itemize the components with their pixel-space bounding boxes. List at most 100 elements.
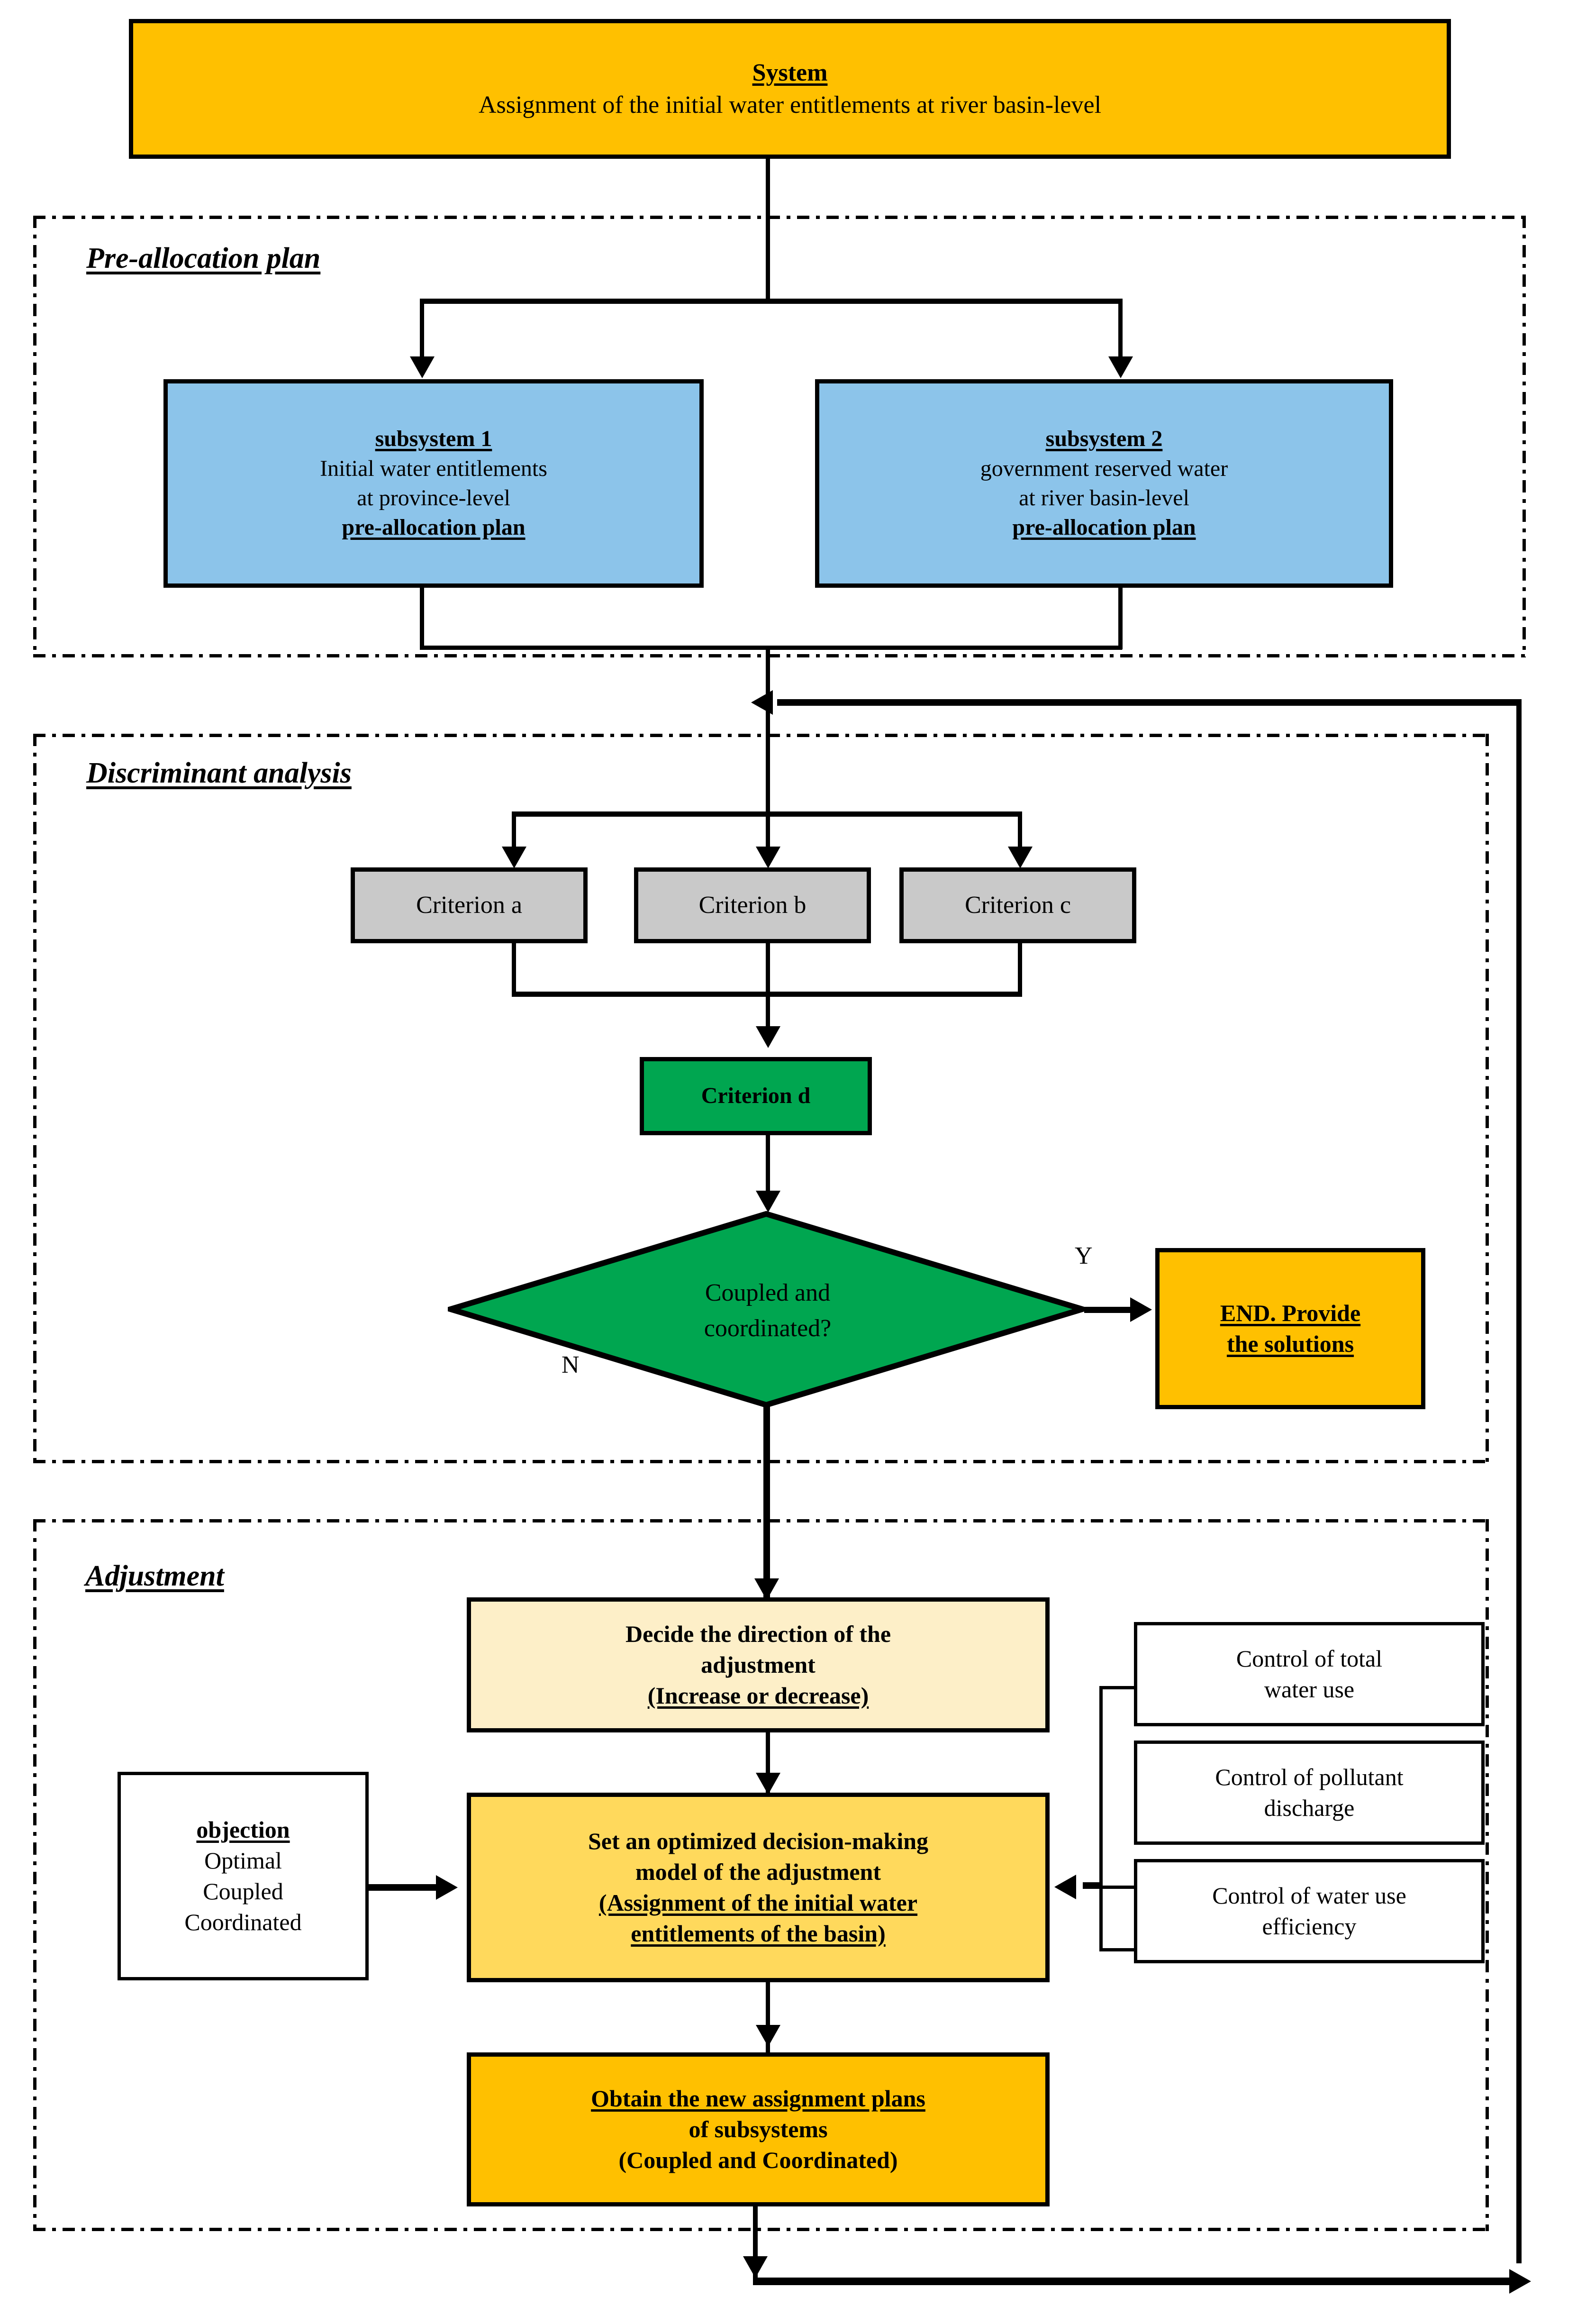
group-adjustment-caption: Adjustment xyxy=(85,1560,224,1592)
connector-control-1-stub xyxy=(1099,1686,1135,1689)
end-node[interactable]: END. Provide the solutions xyxy=(1155,1248,1425,1409)
connector-to-subsystem2 xyxy=(1118,299,1123,370)
decide-line1: Decide the direction of the xyxy=(625,1621,891,1647)
subsystem-1-heading: subsystem 1 xyxy=(375,426,492,452)
connector-control-3-stub xyxy=(1099,1948,1135,1951)
criterion-d-node[interactable]: Criterion d xyxy=(640,1057,872,1135)
subsystem-2-line2: at river basin-level xyxy=(1019,485,1189,510)
arrowhead-to-subsystem1 xyxy=(410,356,435,378)
arrowhead-to-criterion-d xyxy=(756,1026,780,1048)
objection-item-3: Coordinated xyxy=(184,1909,302,1935)
connector-feedback-horizontal xyxy=(777,699,1521,706)
arrowhead-obtain-down xyxy=(743,2256,768,2278)
objection-item-2: Coupled xyxy=(203,1878,283,1905)
group-discriminant-border-top xyxy=(33,734,1489,737)
control-3-line2: efficiency xyxy=(1262,1913,1357,1940)
connector-objection-to-model xyxy=(369,1884,442,1891)
group-adjustment-border-bottom xyxy=(33,2228,1489,2231)
arrowhead-objection-to-model xyxy=(436,1875,458,1900)
connector-decision-yes xyxy=(1084,1307,1136,1313)
connector-criterion-a-down xyxy=(512,943,516,995)
arrowhead-to-subsystem2 xyxy=(1108,356,1133,378)
connector-merge-to-criterion-d xyxy=(766,943,770,1038)
arrowhead-to-decision xyxy=(756,1191,780,1212)
optimized-model-node[interactable]: Set an optimized decision-making model o… xyxy=(467,1793,1050,1982)
criterion-b-label: Criterion b xyxy=(698,892,807,919)
connector-merge-to-discriminant xyxy=(766,646,770,797)
model-line3: (Assignment of the initial water xyxy=(598,1889,918,1916)
obtain-line3: (Coupled and Coordinated) xyxy=(618,2147,898,2173)
arrowhead-to-decide xyxy=(754,1578,779,1600)
connector-controls-to-model xyxy=(1083,1882,1102,1889)
group-preallocation-border-left xyxy=(33,216,36,657)
decision-no-label: N xyxy=(562,1351,580,1378)
arrowhead-decision-yes xyxy=(1130,1297,1152,1322)
criterion-d-label: Criterion d xyxy=(701,1083,811,1109)
connector-to-criterion-b xyxy=(766,797,770,859)
arrowhead-decide-to-model xyxy=(756,1773,780,1795)
group-discriminant-caption: Discriminant analysis xyxy=(86,757,352,789)
group-adjustment-border-left xyxy=(33,1519,36,2231)
subsystem-1-line1: Initial water entitlements xyxy=(320,456,547,481)
model-line2: model of the adjustment xyxy=(635,1859,881,1885)
system-node[interactable]: System Assignment of the initial water e… xyxy=(129,19,1451,159)
group-preallocation-border-bottom xyxy=(33,654,1526,657)
connector-decide-to-model xyxy=(766,1732,770,1794)
group-preallocation-border-top xyxy=(33,216,1526,219)
model-line4: entitlements of the basin) xyxy=(631,1920,886,1947)
subsystem-2-node[interactable]: subsystem 2 government reserved water at… xyxy=(815,379,1393,588)
subsystem-1-node[interactable]: subsystem 1 Initial water entitlements a… xyxy=(163,379,704,588)
arrowhead-bottom-rail-right xyxy=(1509,2269,1531,2294)
connector-criterion-c-down xyxy=(1018,943,1022,995)
criterion-a-node[interactable]: Criterion a xyxy=(351,867,588,943)
obtain-line1: Obtain the new assignment plans xyxy=(591,2085,925,2112)
arrowhead-controls-to-model xyxy=(1054,1875,1076,1899)
control-3-line1: Control of water use xyxy=(1212,1882,1406,1909)
system-text: Assignment of the initial water entitlem… xyxy=(478,91,1102,118)
subsystem-2-heading: subsystem 2 xyxy=(1045,426,1163,452)
group-adjustment-border-top xyxy=(33,1519,1489,1522)
decide-direction-node[interactable]: Decide the direction of the adjustment (… xyxy=(467,1597,1050,1732)
group-preallocation-caption: Pre-allocation plan xyxy=(86,242,321,274)
decision-label: Coupled and coordinated? xyxy=(559,1251,976,1370)
connector-decision-no-down xyxy=(763,1403,770,1602)
control-2-line2: discharge xyxy=(1264,1795,1355,1821)
objection-item-1: Optimal xyxy=(204,1847,282,1874)
connector-system-down xyxy=(766,159,770,301)
arrowhead-to-criterion-b xyxy=(756,847,780,868)
control-1-line2: water use xyxy=(1264,1676,1355,1703)
connector-criterion-d-down xyxy=(766,1135,770,1206)
group-preallocation-border-right xyxy=(1523,216,1526,657)
obtain-plans-node[interactable]: Obtain the new assignment plans of subsy… xyxy=(467,2052,1050,2206)
criterion-a-label: Criterion a xyxy=(416,892,522,919)
connector-subsystem1-down xyxy=(420,588,424,649)
connector-subsystem-merge xyxy=(420,646,1122,650)
control-total-water-use-node[interactable]: Control of total water use xyxy=(1134,1622,1485,1726)
group-discriminant-border-left xyxy=(33,734,36,1463)
connector-to-subsystem1 xyxy=(420,299,424,370)
connector-obtain-down xyxy=(753,2206,758,2280)
arrowhead-to-criterion-c xyxy=(1008,847,1033,868)
criterion-b-node[interactable]: Criterion b xyxy=(634,867,871,943)
connector-control-2-stub xyxy=(1099,1886,1135,1889)
decide-line2: adjustment xyxy=(701,1651,816,1678)
arrowhead-model-to-obtain xyxy=(756,2025,780,2047)
objection-node[interactable]: objection Optimal Coupled Coordinated xyxy=(118,1772,369,1980)
criterion-c-node[interactable]: Criterion c xyxy=(899,867,1136,943)
connector-model-to-obtain xyxy=(766,1982,770,2058)
connector-feedback-vertical-right xyxy=(1516,699,1522,2263)
control-water-use-efficiency-node[interactable]: Control of water use efficiency xyxy=(1134,1859,1485,1963)
arrowhead-feedback-left xyxy=(751,690,773,715)
connector-subsystem2-down xyxy=(1118,588,1123,649)
end-line2: the solutions xyxy=(1226,1331,1354,1357)
connector-to-criterion-a xyxy=(512,811,516,859)
connector-split-preallocation xyxy=(421,299,1122,304)
subsystem-2-line3: pre-allocation plan xyxy=(1012,515,1196,540)
subsystem-1-line2: at province-level xyxy=(357,485,510,510)
objection-heading: objection xyxy=(196,1816,290,1843)
control-1-line1: Control of total xyxy=(1236,1645,1383,1672)
connector-bottom-rail xyxy=(753,2278,1523,2285)
decision-yes-label: Y xyxy=(1075,1242,1093,1269)
control-pollutant-discharge-node[interactable]: Control of pollutant discharge xyxy=(1134,1741,1485,1845)
